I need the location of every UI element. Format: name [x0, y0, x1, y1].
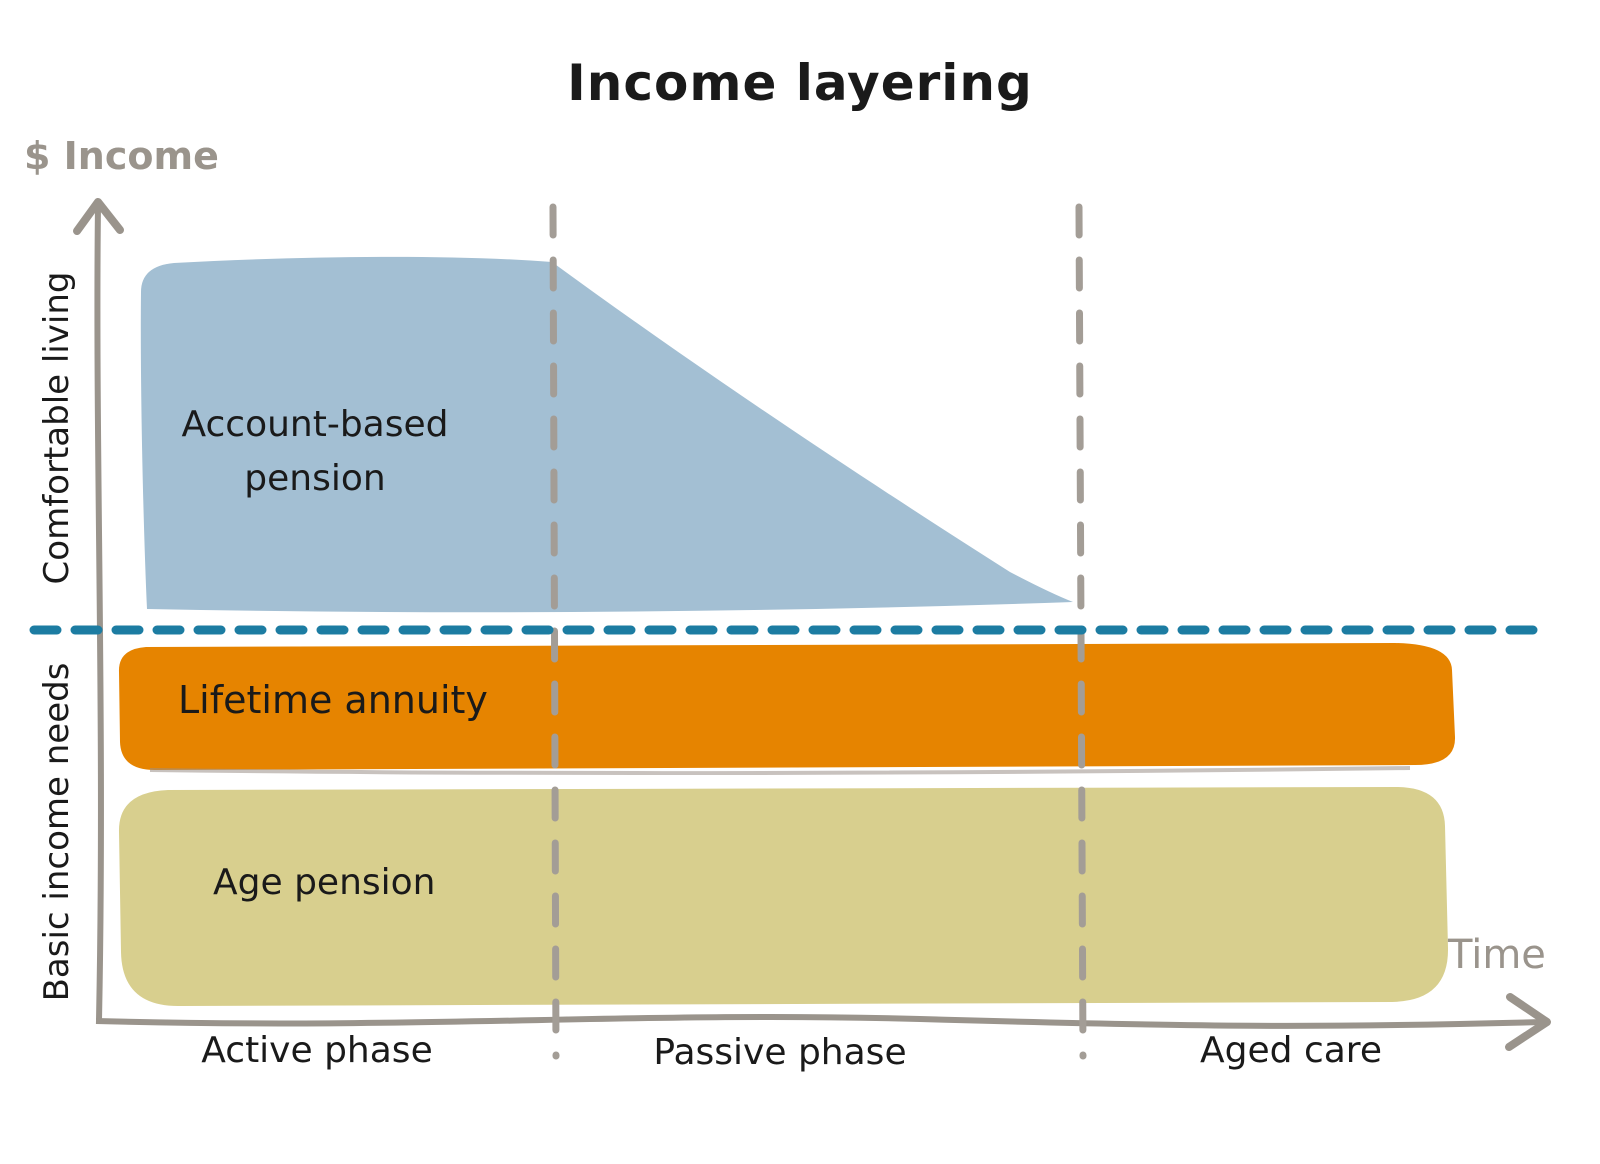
phase-divider-line-1 — [549, 203, 560, 1060]
phase-label-passive: Passive phase — [653, 1032, 907, 1073]
lifetime-annuity-band — [118, 643, 1456, 770]
chart-title: Income layering — [567, 54, 1033, 112]
x-axis-arrowhead-icon — [1505, 993, 1551, 1051]
x-axis-line — [95, 1013, 1544, 1029]
x-axis-label: Time — [1448, 932, 1546, 978]
age-pension-band — [118, 787, 1449, 1007]
y-axis-line — [94, 205, 104, 1021]
zone-label-basic-income-needs: Basic income needs — [37, 662, 77, 1002]
lifetime-annuity-bottom-edge — [149, 766, 1411, 776]
y-axis-label: $ Income — [24, 134, 219, 178]
phase-label-active: Active phase — [201, 1030, 433, 1071]
layer-label-lifetime-annuity: Lifetime annuity — [178, 678, 488, 722]
phase-label-aged-care: Aged care — [1200, 1030, 1382, 1071]
y-axis-arrowhead-icon — [73, 198, 124, 235]
layer-label-account-based-pension: Account-based pension — [181, 404, 449, 499]
zone-label-comfortable-living: Comfortable living — [37, 271, 77, 585]
layer-label-age-pension: Age pension — [213, 862, 436, 903]
account-based-pension-area — [140, 256, 1074, 613]
